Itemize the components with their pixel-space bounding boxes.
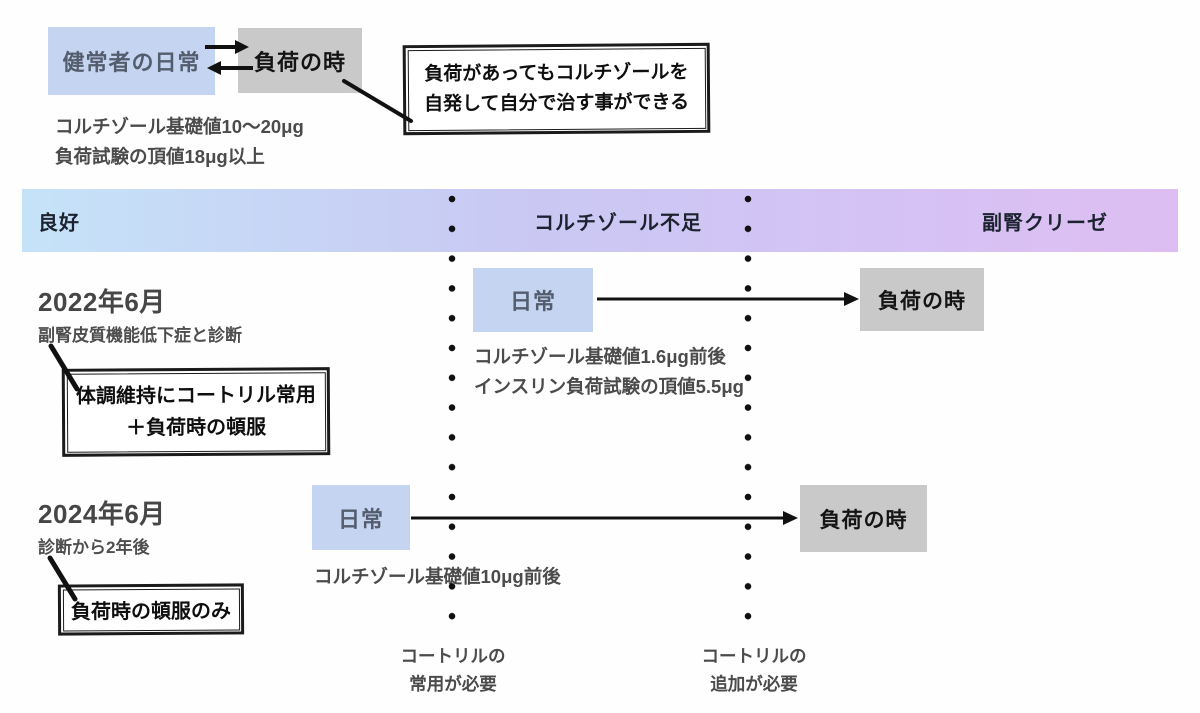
status-gradient-bar: 良好 コルチゾール不足 副腎クリーゼ xyxy=(22,189,1178,252)
callout-line1: 負荷があってもコルチゾールを xyxy=(424,61,689,85)
daily-2024-label: 日常 xyxy=(337,506,384,532)
cortisol-2024-note: コルチゾール基礎値10μg前後 xyxy=(314,562,561,592)
dotted-threshold-line-left xyxy=(448,195,456,627)
daily-2022-box: 日常 xyxy=(473,268,593,332)
date-2022-heading: 2022年6月 xyxy=(38,287,166,317)
cortril-addition-line1: コートリルの xyxy=(701,646,807,666)
diagnosis-2022-subtitle: 副腎皮質機能低下症と診断 xyxy=(38,326,242,345)
healthy-cortisol-note: コルチゾール基礎値10〜20μg 負荷試験の頂値18μg以上 xyxy=(55,112,304,172)
cortril-daily-use-label: コートリルの 常用が必要 xyxy=(392,643,514,698)
daily-2022-label: 日常 xyxy=(509,289,556,314)
daily-2024-box: 日常 xyxy=(312,485,410,550)
treatment-2024-line1: 負荷時の頓服のみ xyxy=(70,600,232,624)
cortril-addition-label: コートリルの 追加が必要 xyxy=(690,643,818,698)
healthy-cortisol-note-line2: 負荷試験の頂値18μg以上 xyxy=(55,145,265,167)
healthy-cortisol-note-line1: コルチゾール基礎値10〜20μg xyxy=(55,116,304,137)
load-time-2024-box: 負荷の時 xyxy=(800,485,927,552)
cortisol-2022-note: コルチゾール基礎値1.6μg前後 インスリン負荷試験の頂値5.5μg xyxy=(474,342,744,402)
daily-to-load-2022-arrow-head xyxy=(844,292,859,306)
healthy-daily-box: 健常者の日常 xyxy=(48,27,215,95)
years-after-2024-subtitle: 診断から2年後 xyxy=(38,538,150,557)
load-time-2022-label: 負荷の時 xyxy=(878,289,966,313)
date-2024-heading: 2024年6月 xyxy=(38,499,166,529)
bar-label-adrenal-crisis: 副腎クリーゼ xyxy=(982,212,1108,234)
healthy-daily-label: 健常者の日常 xyxy=(62,50,201,75)
treatment-2022-line2: ＋負荷時の頓服 xyxy=(126,416,267,440)
treatment-2024-box: 負荷時の頓服のみ xyxy=(57,583,245,636)
cortisol-2024-note-line1: コルチゾール基礎値10μg前後 xyxy=(314,566,561,587)
cortisol-2022-note-line2: インスリン負荷試験の頂値5.5μg xyxy=(474,375,744,397)
bar-label-cortisol-deficiency: コルチゾール不足 xyxy=(534,212,702,234)
load-time-label-top: 負荷の時 xyxy=(253,49,346,75)
treatment-2022-line1: 体調維持にコートリル常用 xyxy=(75,383,316,408)
load-time-2024-label: 負荷の時 xyxy=(819,508,908,532)
load-time-2022-box: 負荷の時 xyxy=(860,268,984,331)
daily-to-load-2024-arrow-head xyxy=(783,511,798,525)
cortril-addition-line2: 追加が必要 xyxy=(710,673,798,694)
callout-line2: 自発して自分で治す事ができる xyxy=(424,91,690,116)
bar-label-good: 良好 xyxy=(38,212,80,234)
self-recovery-callout-box: 負荷があってもコルチゾールを 自発して自分で治す事ができる xyxy=(402,42,711,136)
treatment-2022-box: 体調維持にコートリル常用 ＋負荷時の頓服 xyxy=(61,367,331,457)
cortisol-2022-note-line1: コルチゾール基礎値1.6μg前後 xyxy=(474,346,726,367)
load-time-box-top: 負荷の時 xyxy=(238,28,362,93)
cortril-daily-use-line2: 常用が必要 xyxy=(409,673,497,694)
dotted-threshold-line-right xyxy=(744,195,752,627)
cortril-daily-use-line1: コートリルの xyxy=(400,646,506,666)
